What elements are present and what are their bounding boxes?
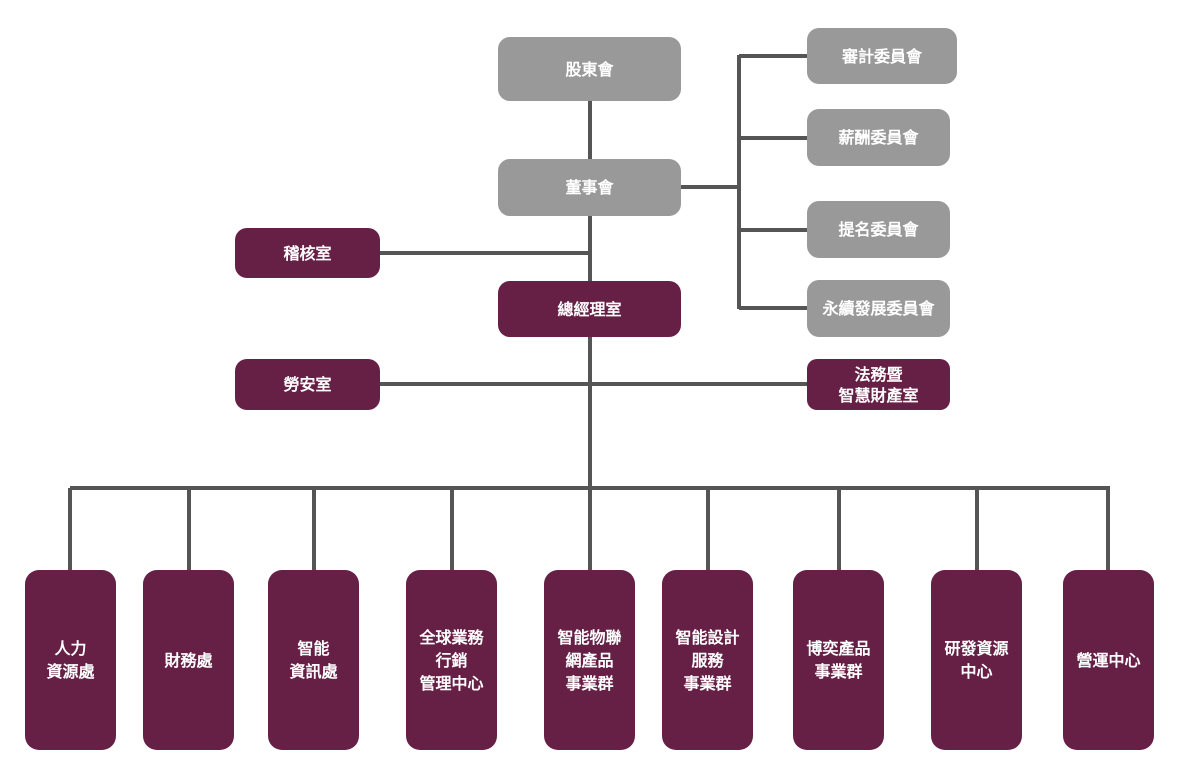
safety-office-box: 勞安室 — [235, 359, 380, 410]
audit-committee-box: 審計委員會 — [807, 28, 957, 84]
box-label: 營運中心 — [1076, 650, 1141, 670]
division-box-design-services: 智能設計服務事業群 — [662, 570, 753, 750]
division-box-it: 智能資訊處 — [268, 570, 359, 750]
board-of-directors-box: 董事會 — [498, 159, 681, 216]
box-label: 智能設計 — [675, 627, 740, 647]
box-label: 行銷 — [435, 650, 468, 670]
box-label: 提名委員會 — [838, 220, 919, 239]
box-label: 稽核室 — [283, 243, 332, 263]
nomination-committee-box: 提名委員會 — [807, 201, 950, 258]
box-label: 智能物聯 — [557, 627, 622, 647]
box-label: 網產品 — [565, 650, 614, 670]
legal-ip-office-box: 法務暨智慧財產室 — [807, 359, 950, 410]
box-label: 資訊處 — [289, 662, 338, 681]
box-label: 股東會 — [565, 59, 614, 79]
division-box-operations: 營運中心 — [1063, 570, 1154, 750]
box-label: 總經理室 — [557, 299, 622, 319]
division-box-finance: 財務處 — [143, 570, 234, 750]
box-label: 博奕產品 — [806, 639, 871, 658]
division-box-rd: 研發資源中心 — [931, 570, 1022, 750]
box-label: 法務暨 — [854, 364, 903, 384]
box-label: 財務處 — [164, 650, 213, 670]
box-label: 董事會 — [565, 178, 614, 197]
box-label: 全球業務 — [419, 627, 484, 647]
box-label: 智能 — [297, 639, 330, 658]
division-box-hr: 人力資源處 — [25, 570, 116, 750]
box-label: 審計委員會 — [841, 46, 922, 66]
box-label: 事業群 — [565, 673, 614, 693]
box-label: 研發資源 — [944, 639, 1009, 658]
audit-office-box: 稽核室 — [235, 228, 380, 278]
box-label: 事業群 — [683, 673, 732, 693]
box-label: 人力 — [54, 639, 87, 658]
box-label: 中心 — [960, 662, 993, 681]
box-label: 勞安室 — [283, 375, 332, 394]
division-box-gaming: 博奕產品事業群 — [793, 570, 884, 750]
sustainability-committee-box: 永續發展委員會 — [807, 280, 950, 337]
division-box-iot: 智能物聯網產品事業群 — [544, 570, 635, 750]
box-label: 服務 — [691, 650, 724, 670]
division-box-global-sales: 全球業務行銷管理中心 — [406, 570, 497, 750]
box-label: 薪酬委員會 — [838, 128, 919, 147]
president-office-box: 總經理室 — [498, 281, 681, 337]
box-label: 事業群 — [814, 662, 863, 681]
shareholders-meeting-box: 股東會 — [498, 37, 681, 101]
compensation-committee-box: 薪酬委員會 — [807, 109, 950, 166]
box-label: 永續發展委員會 — [822, 299, 935, 318]
box-label: 資源處 — [46, 662, 95, 681]
box-label: 管理中心 — [419, 673, 484, 693]
box-label: 智慧財產室 — [838, 385, 919, 405]
